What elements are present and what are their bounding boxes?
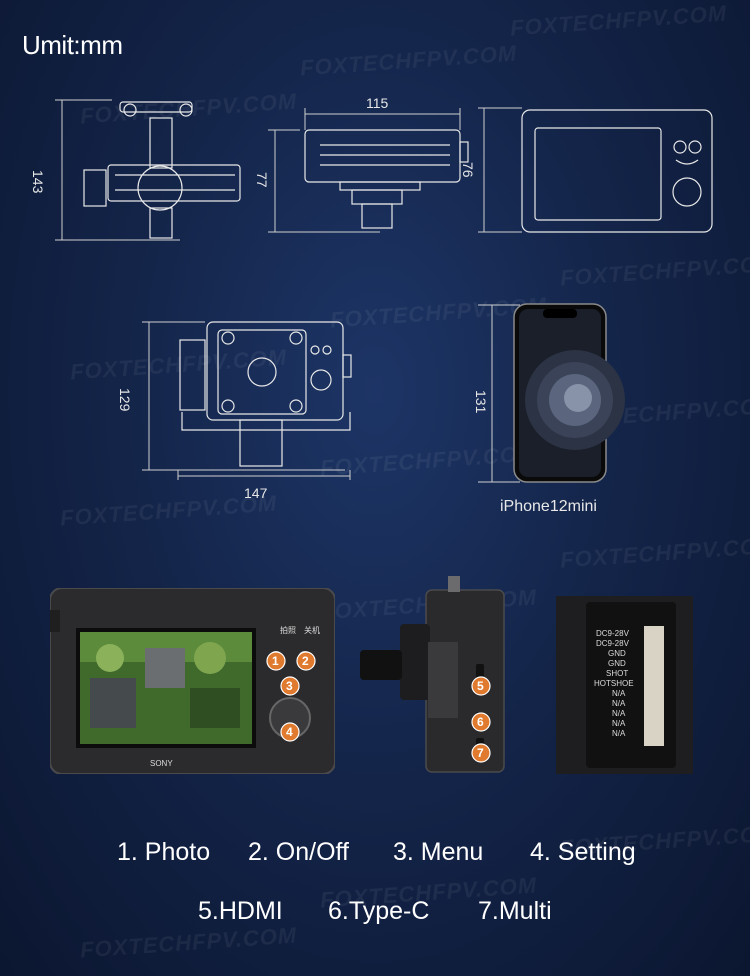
badge-4: 4 <box>286 725 293 739</box>
watermark: FOXTECHFPV.COM <box>79 922 298 963</box>
legend-on-off: 2. On/Off <box>248 838 349 866</box>
watermark: FOXTECHFPV.COM <box>559 532 750 573</box>
pin-label: N/A <box>612 709 626 718</box>
legend-hdmi: 5.HDMI <box>198 897 283 925</box>
monitor-front-photo: 拍照 关机 SONY 1 2 3 4 <box>49 587 336 775</box>
technical-drawings: 143 115 77 76 <box>30 95 713 501</box>
dim-screen-height: 76 <box>460 162 476 178</box>
legend-multi: 7.Multi <box>478 897 552 925</box>
legend-setting: 4. Setting <box>530 838 636 866</box>
connector-photo: DC9-28V DC9-28V GND GND SHOT HOTSHOE N/A… <box>556 596 693 774</box>
dim-side-height: 77 <box>254 172 270 188</box>
top-view-drawing <box>142 321 352 480</box>
pin-label: N/A <box>612 689 626 698</box>
legend-type-c: 6.Type-C <box>328 897 430 925</box>
pin-label: DC9-28V <box>596 639 630 648</box>
dim-top-height: 129 <box>117 388 133 412</box>
dim-phone-height: 131 <box>473 390 489 414</box>
pin-label: N/A <box>612 729 626 738</box>
iphone-image <box>478 303 625 483</box>
dim-front-height: 143 <box>30 170 46 194</box>
screen-view-drawing <box>478 107 713 233</box>
pin-label: N/A <box>612 719 626 728</box>
pin-label: GND <box>608 659 626 668</box>
pin-label: DC9-28V <box>596 629 630 638</box>
brand-logo: SONY <box>150 759 173 768</box>
badge-7: 7 <box>477 746 484 760</box>
pin-label: SHOT <box>606 669 628 678</box>
side-view-drawing <box>268 108 469 233</box>
monitor-side-photo: 5 6 7 <box>352 572 507 774</box>
dim-top-width: 147 <box>244 485 268 501</box>
legend-photo: 1. Photo <box>117 838 211 866</box>
front-view-drawing <box>55 99 241 241</box>
pin-label: N/A <box>612 699 626 708</box>
pin-label: GND <box>608 649 626 658</box>
badge-3: 3 <box>286 679 293 693</box>
badge-6: 6 <box>477 715 484 729</box>
phone-caption: iPhone12mini <box>500 498 597 515</box>
photo-button-label: 拍照 <box>280 625 296 635</box>
unit-label: Umit:mm <box>22 30 123 60</box>
pin-label: HOTSHOE <box>594 679 634 688</box>
badge-2: 2 <box>302 654 309 668</box>
dim-side-width: 115 <box>366 95 389 111</box>
badge-5: 5 <box>477 679 484 693</box>
power-button-label: 关机 <box>304 625 320 635</box>
badge-1: 1 <box>272 654 279 668</box>
legend-menu: 3. Menu <box>393 838 484 866</box>
